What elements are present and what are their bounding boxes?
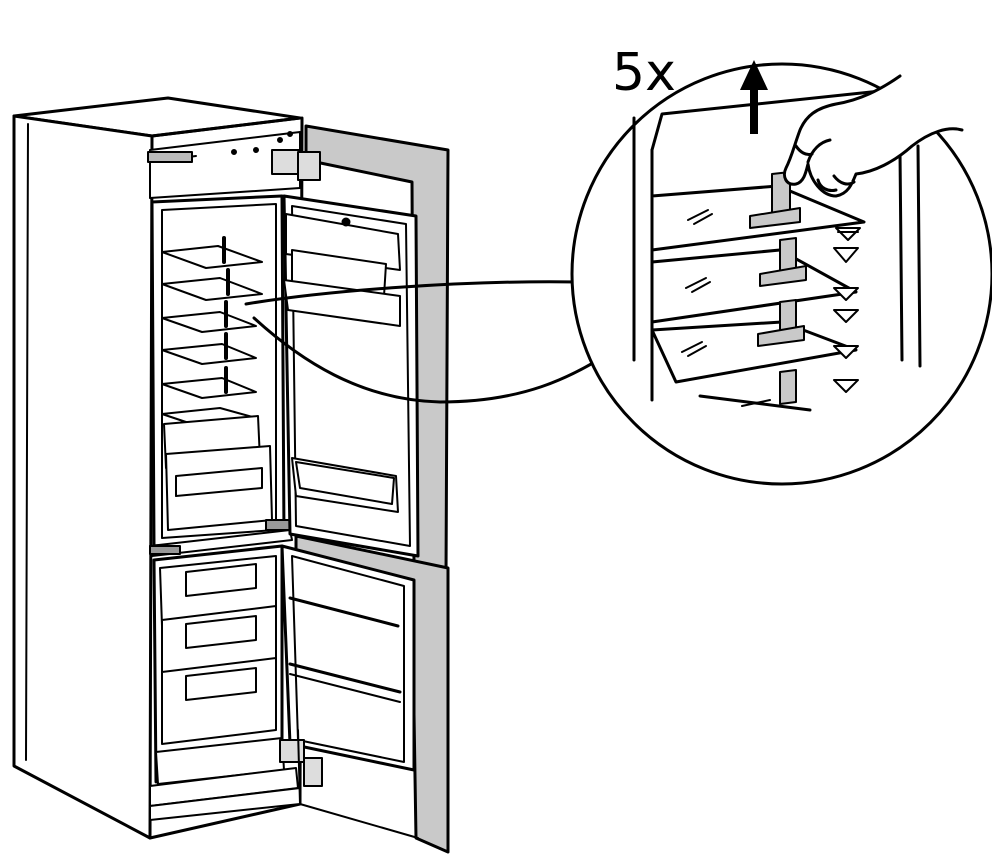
- up-arrow-icon: [740, 60, 768, 134]
- fridge-shelves: [161, 236, 263, 427]
- shelf-3: [161, 300, 257, 333]
- freezer-drawer-3: [161, 657, 277, 745]
- shelf-1: [161, 236, 263, 277]
- glass-reflections: [681, 209, 771, 407]
- shelf-5: [161, 366, 257, 399]
- crisper-drawers: [163, 415, 273, 531]
- shelf-4: [161, 332, 257, 365]
- shelf-2: [161, 268, 263, 301]
- freezer-door: [279, 534, 450, 854]
- freezer-compartment: [149, 544, 301, 821]
- door-bins: [283, 213, 401, 513]
- shelf-clips: [749, 171, 807, 405]
- zoom-connector: [244, 280, 622, 404]
- fridge-door: [282, 124, 450, 578]
- magnified-detail: [570, 62, 992, 486]
- hand-icon: [782, 74, 964, 198]
- repeat-count-label: 5x: [612, 43, 676, 103]
- door-hinge-bottom: [279, 739, 323, 787]
- wall-supports: [833, 227, 861, 393]
- top-hinge-area: [147, 131, 303, 199]
